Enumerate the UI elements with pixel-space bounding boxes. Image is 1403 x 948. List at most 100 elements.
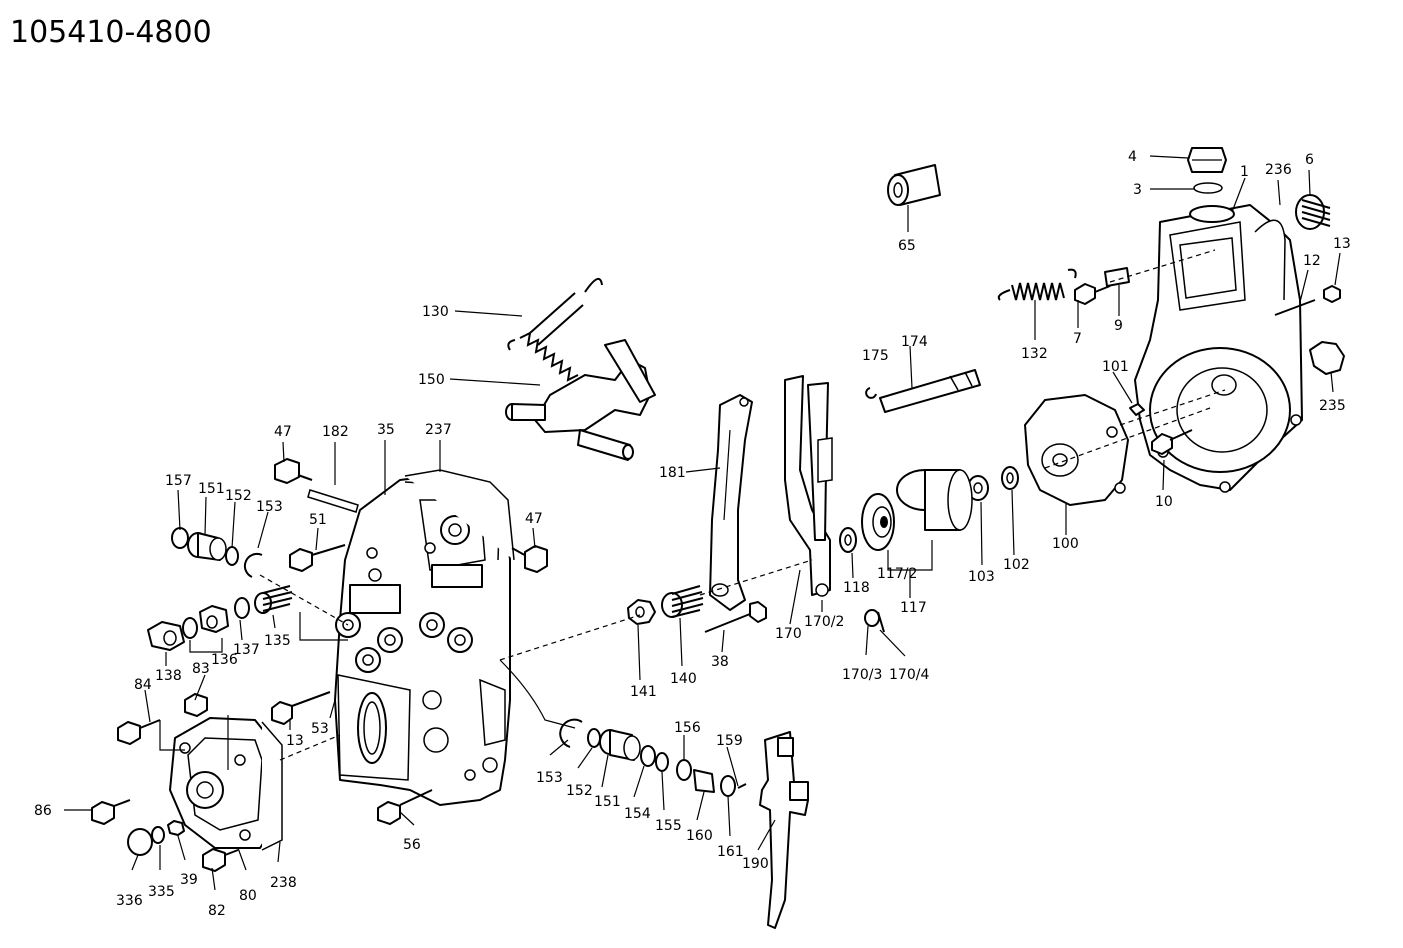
- bolt-part-13-left: [271, 691, 331, 725]
- callout-152-bottom: 152: [566, 783, 593, 799]
- callout-174: 174: [901, 334, 928, 350]
- washer-part-118: [839, 527, 857, 553]
- stud-part-12: [1274, 299, 1316, 316]
- callout-161: 161: [717, 844, 744, 860]
- callout-152-top: 152: [225, 488, 252, 504]
- plug-part-4: [1187, 147, 1227, 173]
- adjusting-screw-part-140: [661, 585, 704, 618]
- callout-140: 140: [670, 671, 697, 687]
- bolt-part-83: [184, 693, 208, 717]
- callout-141: 141: [630, 684, 657, 700]
- callout-170: 170: [775, 626, 802, 642]
- callout-102: 102: [1003, 557, 1030, 573]
- pin-part-159: [737, 783, 747, 789]
- bolt-part-51: [289, 544, 346, 572]
- bolt-part-47-right: [511, 545, 548, 573]
- callout-135: 135: [264, 633, 291, 649]
- clip-part-153-bottom: [559, 718, 583, 748]
- callout-335: 335: [148, 884, 175, 900]
- callout-235: 235: [1319, 398, 1346, 414]
- bolt-part-10: [1151, 429, 1193, 455]
- callout-118: 118: [843, 580, 870, 596]
- nut-part-13: [1323, 285, 1341, 303]
- sleeve-part-65: [887, 164, 941, 206]
- callout-53: 53: [311, 721, 329, 737]
- nut-part-39: [167, 820, 185, 836]
- callout-138: 138: [155, 668, 182, 684]
- flyweight-assembly-100: [1024, 394, 1129, 506]
- link-part-174: [879, 369, 981, 413]
- nut-part-235: [1309, 341, 1345, 375]
- bolt-part-86: [91, 799, 131, 825]
- callout-103: 103: [968, 569, 995, 585]
- ring-part-155: [655, 752, 669, 772]
- callout-12: 12: [1303, 253, 1321, 269]
- callout-237: 237: [425, 422, 452, 438]
- callout-155: 155: [655, 818, 682, 834]
- callout-84: 84: [134, 677, 152, 693]
- bush-part-151-bottom: [599, 729, 641, 761]
- callout-13-left: 13: [286, 733, 304, 749]
- nut-part-136: [199, 605, 229, 633]
- washer-part-161: [720, 775, 736, 797]
- nut-part-7: [1074, 283, 1111, 305]
- washer-part-136a: [182, 617, 198, 639]
- ring-part-103: [967, 475, 989, 501]
- callout-35: 35: [377, 422, 395, 438]
- callout-130: 130: [422, 304, 449, 320]
- callout-86: 86: [34, 803, 52, 819]
- nut-part-141: [627, 599, 656, 625]
- callout-4: 4: [1128, 149, 1137, 165]
- callout-156: 156: [674, 720, 701, 736]
- spring-part-132: [997, 268, 1077, 301]
- callout-7: 7: [1073, 331, 1082, 347]
- alignment-lines: [159, 249, 1226, 770]
- cap-part-157: [171, 527, 189, 549]
- spring-part-130: [507, 277, 603, 382]
- gasket-part-238: [261, 721, 283, 851]
- o-ring-part-152-top: [225, 546, 239, 566]
- callout-153-top: 153: [256, 499, 283, 515]
- plug-part-6: [1295, 194, 1331, 230]
- bolt-part-82: [202, 848, 239, 872]
- callout-117-2: 117/2: [877, 566, 917, 582]
- o-ring-part-3: [1193, 182, 1223, 194]
- ring-part-154: [640, 745, 656, 767]
- callout-6: 6: [1305, 152, 1314, 168]
- screw-part-135: [254, 585, 293, 614]
- callout-236: 236: [1265, 162, 1292, 178]
- pin-part-101: [1129, 403, 1145, 416]
- callout-13-right: 13: [1333, 236, 1351, 252]
- callout-153-bottom: 153: [536, 770, 563, 786]
- callout-238: 238: [270, 875, 297, 891]
- callout-170-3: 170/3: [842, 667, 882, 683]
- callout-47-right: 47: [525, 511, 543, 527]
- bolt-part-56: [377, 789, 433, 825]
- callout-159: 159: [716, 733, 743, 749]
- o-ring-part-152-bottom: [587, 728, 601, 748]
- bolt-part-47-top: [274, 458, 313, 484]
- callout-39: 39: [180, 872, 198, 888]
- callout-190: 190: [742, 856, 769, 872]
- bolt-part-38: [704, 601, 767, 633]
- callout-10: 10: [1155, 494, 1173, 510]
- cap-nut-part-138: [147, 621, 185, 651]
- callout-136: 136: [211, 652, 238, 668]
- callout-80: 80: [239, 888, 257, 904]
- washer-part-137: [234, 597, 250, 619]
- bush-part-151-top: [187, 532, 227, 561]
- cap-nut-part-336: [127, 828, 153, 856]
- lever-part-181: [709, 394, 753, 611]
- pin-part-182: [307, 489, 359, 513]
- callout-151-top: 151: [198, 481, 225, 497]
- callout-83: 83: [192, 661, 210, 677]
- callout-56: 56: [403, 837, 421, 853]
- callout-51: 51: [309, 512, 327, 528]
- governor-cover-35: [334, 474, 511, 806]
- callout-137: 137: [233, 642, 260, 658]
- callout-65: 65: [898, 238, 916, 254]
- part-number-title: 105410-4800: [10, 15, 212, 50]
- lever-part-150: [505, 339, 656, 461]
- bush-part-160: [693, 769, 715, 793]
- callout-82: 82: [208, 903, 226, 919]
